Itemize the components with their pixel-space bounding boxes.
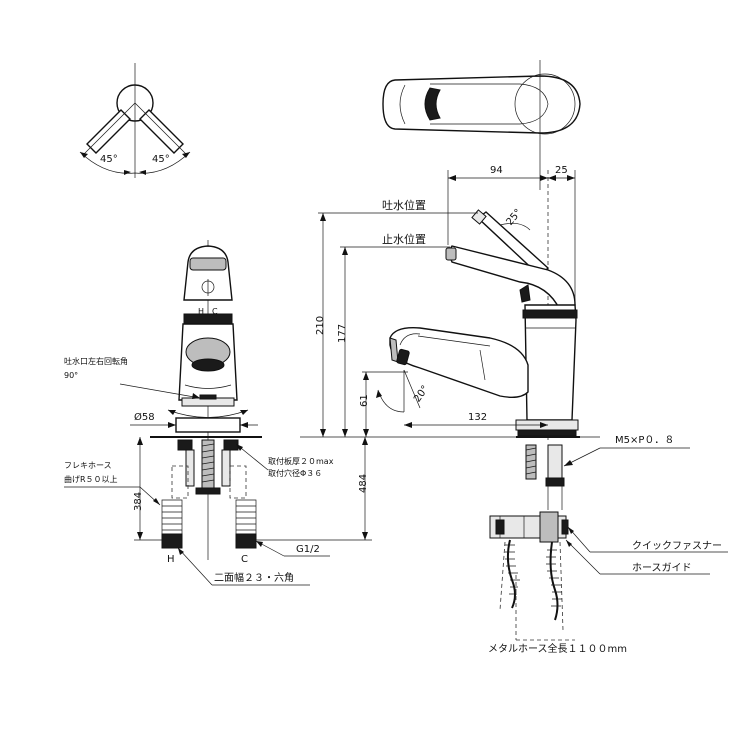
dim-210: 210 (315, 316, 326, 335)
spout-rotation-label-1: 吐水口左右回転角 (64, 356, 128, 366)
angle-left-label: 45° (100, 154, 118, 165)
flex-hose-label-1: フレキホース (64, 461, 112, 470)
dim-177: 177 (337, 324, 348, 343)
plan-view (382, 60, 581, 190)
hex-label: 二面幅２３・六角 (214, 571, 294, 584)
diameter-label: Ø58 (134, 411, 155, 423)
front-view: H C 吐水口左右回転角 90° Ø58 (64, 240, 334, 586)
mount-hole-label: 取付穴径Φ３６ (268, 468, 322, 478)
hot-mark: H (167, 554, 175, 565)
spout-closed-label: 止水位置 (382, 232, 426, 246)
cold-mark: C (241, 554, 248, 565)
spout-rotation-label-2: 90° (64, 371, 78, 380)
flex-hose-label-2: 曲げR５０以上 (64, 474, 118, 484)
handle-rotation-view: 45° 45° (79, 63, 191, 178)
hot-mark-small: H (198, 307, 204, 316)
dim-25: 25 (555, 165, 568, 176)
hose-guide-label: ホースガイド (632, 562, 692, 574)
spout-open-label: 吐水位置 (382, 198, 426, 212)
mount-plate-label: 取付板厚２０max (268, 456, 334, 466)
dim-384: 384 (133, 492, 144, 511)
cold-mark-small: C (212, 307, 218, 316)
dim-132: 132 (468, 412, 487, 423)
dim-484: 484 (358, 474, 369, 493)
angle-right-label: 45° (152, 154, 170, 165)
quick-fastener-label: クイックファスナー (632, 540, 722, 552)
dim-61: 61 (359, 394, 370, 407)
dim-angle-20: 20° (412, 384, 431, 405)
g12-label: G1/2 (296, 544, 320, 555)
side-view: 94 25 25° 吐水位置 止水位置 (250, 165, 728, 655)
metal-hose-label: メタルホース全長１１００mm (488, 642, 627, 655)
dim-94: 94 (490, 165, 503, 176)
thread-label: M5×P０．８ (615, 435, 674, 446)
